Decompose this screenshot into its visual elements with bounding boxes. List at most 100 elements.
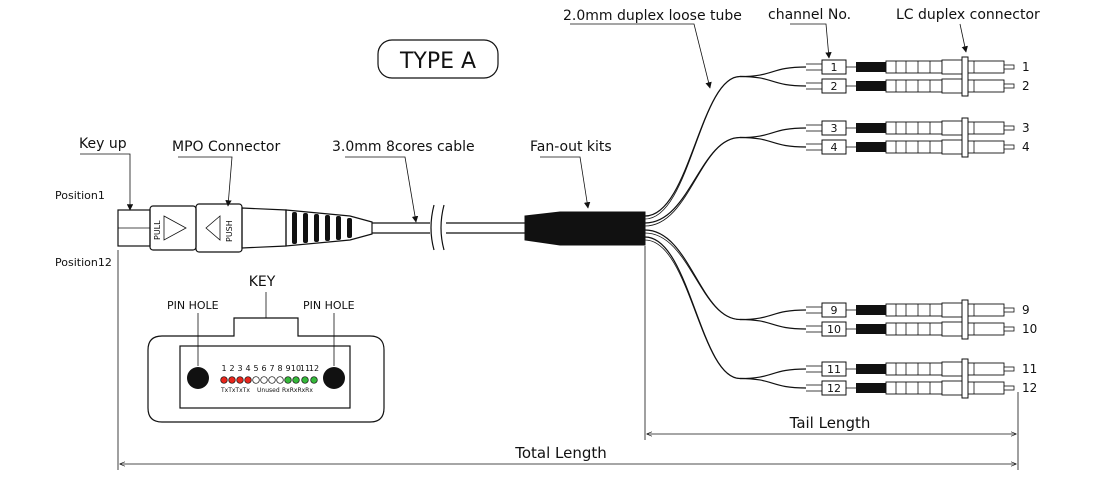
lc-ferrule xyxy=(1003,64,1015,70)
port-number-label: 9 xyxy=(1022,303,1030,317)
lc-housing xyxy=(941,59,965,75)
main-cable xyxy=(372,204,525,251)
push-text: PUSH xyxy=(225,220,234,242)
lc-ferrule xyxy=(1003,307,1015,313)
key-up-label: Key up xyxy=(79,136,127,152)
tx-label: TxTxTxTx xyxy=(220,387,250,394)
port-number: 2 xyxy=(229,364,234,373)
lc-duplex-clip xyxy=(961,117,969,158)
lc-ferrule xyxy=(1003,83,1015,89)
lc-housing xyxy=(941,361,965,377)
port-number: 7 xyxy=(269,364,274,373)
fiber-port-dot xyxy=(252,376,260,384)
lc-duplex-clip xyxy=(961,299,969,340)
mpo-push-housing xyxy=(195,203,243,253)
title-box xyxy=(377,39,499,79)
lc-body xyxy=(885,303,943,317)
lc-body xyxy=(885,121,943,135)
port-number: 4 xyxy=(245,364,250,373)
port-number-label: 10 xyxy=(1022,322,1037,336)
unused-label: Unused xyxy=(257,387,280,394)
duplex-tube xyxy=(644,229,807,330)
fiber-port-dot xyxy=(268,376,276,384)
port-number-label: 1 xyxy=(1022,60,1030,74)
lc-connector-label: LC duplex connector xyxy=(896,7,1040,23)
channel-tag-label: 10 xyxy=(827,323,841,336)
port-number-label: 11 xyxy=(1022,362,1037,376)
port-dots xyxy=(220,376,318,384)
fanout-label: Fan-out kits xyxy=(530,139,612,155)
lc-housing xyxy=(941,321,965,337)
duplex-tube xyxy=(644,66,807,220)
duplex-tubes xyxy=(644,66,807,389)
push-arrow-icon xyxy=(205,215,221,241)
port-number: 5 xyxy=(253,364,258,373)
port-number: 10 xyxy=(291,364,301,373)
lc-latch xyxy=(963,303,1005,317)
lc-boot xyxy=(856,364,886,374)
lc-housing xyxy=(941,139,965,155)
lc-housing xyxy=(941,380,965,396)
key-label: KEY xyxy=(249,274,276,290)
fiber-port-dot xyxy=(228,376,236,384)
tail-length-dimension: Tail Length xyxy=(644,246,1019,470)
position1-label: Position1 xyxy=(55,189,105,202)
end-face-outline xyxy=(147,317,385,423)
lc-ferrule xyxy=(1003,366,1015,372)
channel-tag-label: 12 xyxy=(827,382,841,395)
port-number-label: 2 xyxy=(1022,79,1030,93)
channel-tag-label: 9 xyxy=(831,304,838,317)
port-number-label: 3 xyxy=(1022,121,1030,135)
fiber-port-dot xyxy=(244,376,252,384)
pull-text: PULL xyxy=(153,220,162,240)
lc-latch xyxy=(963,60,1005,74)
port-number: 8 xyxy=(277,364,282,373)
mpo-body xyxy=(241,207,287,249)
lc-boot xyxy=(856,142,886,152)
fiber-port-dot xyxy=(284,376,292,384)
lc-latch xyxy=(963,362,1005,376)
lc-ferrule xyxy=(1003,144,1015,150)
mpo-connector: PULL PUSH xyxy=(117,203,373,253)
mpo-connector-label: MPO Connector xyxy=(172,139,280,155)
lc-latch xyxy=(963,140,1005,154)
fiber-port-dot xyxy=(260,376,268,384)
ferrule-face xyxy=(179,345,351,409)
pull-arrow-icon xyxy=(163,215,187,241)
mpo-boot xyxy=(285,209,373,247)
duplex-tube-label: 2.0mm duplex loose tube xyxy=(563,8,742,24)
lc-ferrule xyxy=(1003,125,1015,131)
port-number: 9 xyxy=(285,364,290,373)
channel-no-label: channel No. xyxy=(768,7,851,23)
lc-duplex-clip xyxy=(961,358,969,399)
lc-housing xyxy=(941,302,965,318)
lc-body xyxy=(885,381,943,395)
cable-label: 3.0mm 8cores cable xyxy=(332,139,475,155)
lc-boot xyxy=(856,123,886,133)
lc-body xyxy=(885,79,943,93)
lc-latch xyxy=(963,381,1005,395)
duplex-tube xyxy=(644,127,807,227)
channel-leg: 10 10 xyxy=(806,321,1037,337)
port-number-label: 12 xyxy=(1022,381,1037,395)
lc-boot xyxy=(856,62,886,72)
lc-body xyxy=(885,322,943,336)
lc-boot xyxy=(856,324,886,334)
channel-tag-label: 4 xyxy=(831,141,838,154)
pin-hole-right xyxy=(323,367,345,389)
channel-tag-label: 2 xyxy=(831,80,838,93)
tail-length-label: Tail Length xyxy=(789,414,871,432)
lc-housing xyxy=(941,120,965,136)
leader-lines xyxy=(80,23,968,223)
lc-ferrule xyxy=(1003,326,1015,332)
fiber-port-dot xyxy=(220,376,228,384)
fiber-port-dot xyxy=(301,376,309,384)
channel-tag-label: 3 xyxy=(831,122,838,135)
